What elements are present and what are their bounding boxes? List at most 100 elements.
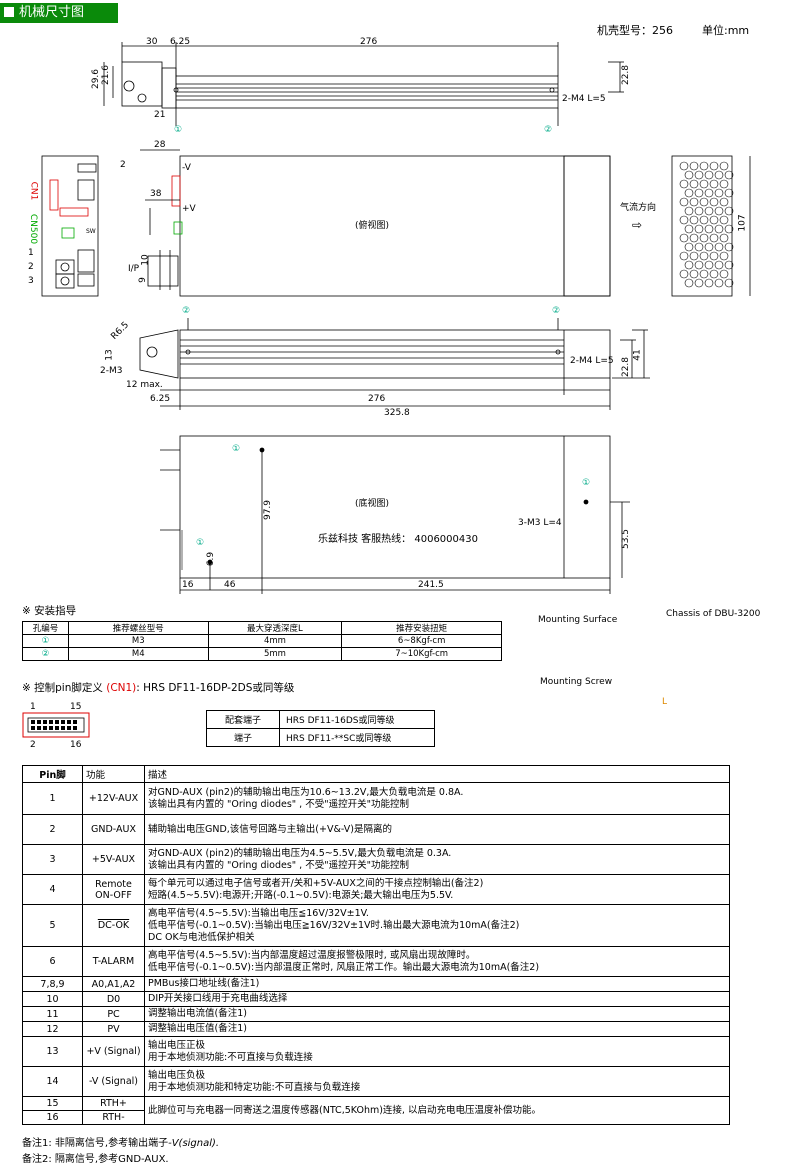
dim-21-6: 21.6 [101, 64, 112, 86]
screw-type: M3 [67, 634, 209, 648]
pin-15-label: 15 [70, 702, 82, 712]
desc-line: 短路(4.5~5.5V):电源开;开路(-0.1~0.5V):电源关;最大输出电… [148, 889, 454, 901]
dim-22-8: 22.8 [621, 64, 632, 86]
pin-description: 高电平信号(4.5~5.5V):当输出电压≦16V/32V±1V.低电平信号(-… [144, 904, 730, 947]
note-1: 备注1: 非隔离信号,参考输出端子-V(signal). [22, 1134, 219, 1149]
dim-28: 28 [154, 140, 166, 150]
torque: 6~8Kgf-cm [341, 634, 502, 648]
airflow-label: 气流方向 [620, 203, 657, 213]
table-row: 6 T-ALARM 高电平信号(4.5~5.5V):当内部温度超过温度报警极限时… [22, 946, 730, 977]
pin-number: 7,8,9 [22, 976, 83, 992]
install-header: 推荐螺丝型号 [67, 621, 209, 635]
dim-21: 21 [154, 110, 166, 120]
pin-description: 对GND-AUX (pin2)的辅助输出电压为10.6~13.2V,最大负载电流… [144, 782, 730, 815]
table-row: 15 RTH+ 此脚位可与充电器一同寄送之温度传感器(NTC,5KOhm)连接,… [22, 1096, 730, 1125]
airflow-arrow-icon: ⇨ [632, 218, 643, 232]
section-header: 机械尺寸图 [0, 3, 118, 23]
desc-line: 此脚位可与充电器一同寄送之温度传感器(NTC,5KOhm)连接, 以启动充电电压… [148, 1104, 541, 1116]
install-header: 孔编号 [22, 621, 69, 635]
table-row: 7,8,9 A0,A1,A2 PMBus接口地址线(备注1) [22, 976, 730, 992]
desc-line: 每个单元可以通过电子信号或者开/关和+5V-AUX之间的干接点控制输出(备注2) [148, 877, 484, 889]
pin-16-label: 16 [70, 740, 82, 750]
table-row: 13 +V (Signal) 输出电压正极用于本地侦测功能:不可直接与负载连接 [22, 1036, 730, 1067]
desc-line: 低电平信号(-0.1~0.5V):当内部温度正常时, 风扇正常工作。输出最大源电… [148, 961, 540, 973]
table-row: 5 DC-OK 高电平信号(4.5~5.5V):当输出电压≦16V/32V±1V… [22, 904, 730, 947]
pin-description: 高电平信号(4.5~5.5V):当内部温度超过温度报警极限时, 或风扇出现故障时… [144, 946, 730, 977]
dim-107: 107 [737, 214, 748, 232]
screw-type: M4 [67, 647, 209, 661]
pin-description: 辅助输出电压GND,该信号回路与主输出(+V&-V)是隔离的 [144, 814, 730, 845]
pin-function: +5V-AUX [82, 844, 145, 875]
desc-line: 低电平信号(-0.1~0.5V):当输出电压≧16V/32V±1V时.输出最大源… [148, 919, 520, 931]
dim-325-8: 325.8 [384, 408, 410, 418]
pin-function: GND-AUX [82, 814, 145, 845]
screw-m4-top: 2-M4 L=5 [562, 94, 606, 104]
pin-description: 输出电压正极用于本地侦测功能:不可直接与负载连接 [144, 1036, 730, 1067]
install-table: 孔编号 推荐螺丝型号 最大穿透深度L 推荐安装扭矩 ① M3 4mm 6~8Kg… [22, 621, 502, 661]
pin-number: 5 [22, 904, 83, 947]
pin-function: A0,A1,A2 [82, 976, 145, 992]
table-row: 2 GND-AUX 辅助输出电压GND,该信号回路与主输出(+V&-V)是隔离的 [22, 814, 730, 845]
dim-6-25: 6.25 [170, 37, 191, 47]
marker-bottom-3: ① [582, 478, 591, 488]
install-header-row: 孔编号 推荐螺丝型号 最大穿透深度L 推荐安装扭矩 [22, 621, 502, 635]
desc-line: 对GND-AUX (pin2)的辅助输出电压为10.6~13.2V,最大负载电流… [148, 786, 464, 798]
table-row: 11 PC 调整输出电流值(备注1) [22, 1006, 730, 1022]
dim-97-9: 97.9 [263, 499, 274, 521]
pin-number: 1 [22, 782, 83, 815]
desc-line: 用于本地侦测功能和特定功能:不可直接与负载连接 [148, 1081, 361, 1093]
desc-line: 高电平信号(4.5~5.5V):当输出电压≦16V/32V±1V. [148, 907, 369, 919]
label-sw: SW [86, 228, 96, 235]
dim-10: 10 [140, 254, 151, 266]
length-l-label: L [662, 697, 668, 707]
dim-6-9: 6.9 [206, 551, 217, 567]
pin-number: 10 [22, 991, 83, 1007]
desc-line: 调整输出电流值(备注1) [148, 1008, 247, 1019]
pin-description: 调整输出电流值(备注1) [144, 1006, 730, 1022]
pin-number: 2 [22, 814, 83, 845]
mating-key: 配套端子 [206, 710, 280, 729]
hole-id: ① [22, 634, 69, 648]
front-view-body [179, 329, 611, 379]
pin-description: PMBus接口地址线(备注1) [144, 976, 730, 992]
table-row: 10 D0 DIP开关接口线用于充电曲线选择 [22, 991, 730, 1007]
install-header: 最大穿透深度L [207, 621, 343, 635]
torque: 7~10Kgf-cm [341, 647, 502, 661]
desc-line: 输出电压负极 [148, 1069, 206, 1081]
bottom-view-caption: (底视图) [355, 499, 390, 509]
case-model: 机壳型号：256 [597, 24, 673, 37]
table-row: 1 +12V-AUX 对GND-AUX (pin2)的辅助输出电压为10.6~1… [22, 782, 730, 815]
table-row: ② M4 5mm 7~10Kgf-cm [22, 647, 502, 661]
table-row: 14 -V (Signal) 输出电压负极用于本地侦测功能和特定功能:不可直接与… [22, 1066, 730, 1097]
note-1-signal: -V(signal). [168, 1138, 220, 1149]
desc-line: DIP开关接口线用于充电曲线选择 [148, 993, 288, 1004]
max-depth: 4mm [207, 634, 343, 648]
pin-number: 15 [22, 1096, 83, 1111]
terminal-1: 1 [28, 248, 34, 258]
service-hotline: 乐兹科技 客服热线： 4006000430 [318, 534, 478, 545]
install-header: 推荐安装扭矩 [341, 621, 502, 635]
pin-header: 描述 [144, 765, 730, 783]
pin-number: 11 [22, 1006, 83, 1022]
max-depth: 5mm [207, 647, 343, 661]
desc-line: PMBus接口地址线(备注1) [148, 978, 260, 989]
install-title: ※ 安装指导 [22, 605, 77, 617]
marker-front-left: ② [182, 306, 191, 316]
fan-grill [679, 161, 734, 288]
side-view-caption: (俯视图) [355, 221, 390, 231]
desc-line: 该输出具有内置的 "Oring diodes" , 不受"遥控开关"功能控制 [148, 859, 409, 871]
dim-front-6-25: 6.25 [150, 394, 171, 404]
mating-value: HRS DF11-**SC或同等级 [279, 728, 435, 747]
desc-line: 辅助输出电压GND,该信号回路与主输出(+V&-V)是隔离的 [148, 823, 392, 835]
dim-41: 41 [632, 349, 643, 361]
label-cn500: CN500 [28, 213, 39, 245]
marker-top-left: ① [174, 125, 183, 135]
marker-top-right: ② [544, 125, 553, 135]
pin-description: 对GND-AUX (pin2)的辅助输出电压为4.5~5.5V,最大负载电流是 … [144, 844, 730, 875]
pin-function: +V (Signal) [82, 1036, 145, 1067]
pin-number: 14 [22, 1066, 83, 1097]
func-line: ON-OFF [95, 889, 132, 901]
pin-description: DIP开关接口线用于充电曲线选择 [144, 991, 730, 1007]
